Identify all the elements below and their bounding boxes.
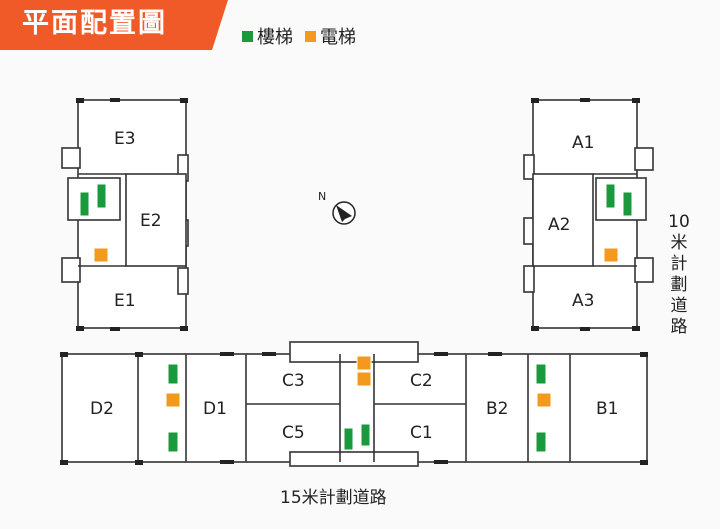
elevator-icon xyxy=(93,247,109,263)
unit-C5-label: C5 xyxy=(282,423,305,443)
elevator-icon xyxy=(603,247,619,263)
elevator-icon xyxy=(536,392,552,408)
left-tower-notch-2 xyxy=(61,257,81,283)
unit-A2-label: A2 xyxy=(548,215,570,235)
stair-icon xyxy=(535,431,547,453)
stair-icon xyxy=(96,183,107,209)
road-bottom-label: 15米計劃道路 xyxy=(280,488,387,508)
legend-elevator-label: 電梯 xyxy=(320,27,356,48)
bottom-wing-top-bump xyxy=(289,341,419,363)
elevators xyxy=(93,247,619,408)
unit-B2-label: B2 xyxy=(486,399,508,419)
page-title: 平面配置圖 xyxy=(22,8,167,39)
compass-icon: N xyxy=(318,190,356,225)
bottom-wing xyxy=(61,341,648,467)
title-banner xyxy=(0,0,228,50)
stair-icon xyxy=(79,191,90,217)
road-right-label: 10米計劃道路 xyxy=(668,212,690,337)
left-tower xyxy=(61,99,189,329)
left-tower-window-3 xyxy=(177,267,189,295)
legend: 樓梯 電梯 xyxy=(242,24,368,48)
unit-C1-label: C1 xyxy=(410,423,433,443)
unit-D1-label: D1 xyxy=(203,399,227,419)
unit-E2-label: E2 xyxy=(140,211,162,231)
legend-stair-label: 樓梯 xyxy=(257,27,293,48)
stair-icon xyxy=(167,363,179,385)
unit-A1-label: A1 xyxy=(572,133,594,153)
elevator-icon xyxy=(356,355,372,371)
unit-D2-label: D2 xyxy=(90,399,114,419)
stair-icon xyxy=(535,363,547,385)
right-tower-notch-2 xyxy=(634,257,654,283)
right-stair-core xyxy=(595,177,647,221)
elevator-swatch-icon xyxy=(305,30,316,42)
wall-ticks xyxy=(60,98,648,465)
right-tower-window-1 xyxy=(523,154,535,180)
right-tower-notch-1 xyxy=(634,147,654,171)
stair-icon xyxy=(167,431,179,453)
left-tower-notch-1 xyxy=(61,147,81,169)
unit-E2-room xyxy=(125,173,187,267)
elevator-icon xyxy=(356,371,372,387)
stairs xyxy=(79,183,633,453)
elevator-icon xyxy=(165,392,181,408)
unit-C2-label: C2 xyxy=(410,371,433,391)
unit-A2-room xyxy=(532,173,594,267)
unit-A3-label: A3 xyxy=(572,291,594,311)
stair-swatch-icon xyxy=(242,30,253,42)
legend-stair: 樓梯 xyxy=(242,23,293,49)
stair-icon xyxy=(605,183,616,209)
stair-icon xyxy=(360,423,371,447)
unit-B1-label: B1 xyxy=(596,399,618,419)
unit-E3-label: E3 xyxy=(114,129,136,149)
legend-elevator: 電梯 xyxy=(305,23,356,49)
right-tower-window-3 xyxy=(523,265,535,293)
stair-icon xyxy=(343,427,354,451)
stair-icon xyxy=(622,191,633,217)
unit-C3-label: C3 xyxy=(282,371,305,391)
bottom-wing-outline xyxy=(61,353,648,463)
unit-E1-label: E1 xyxy=(114,291,136,311)
bottom-wing-bottom-bump xyxy=(289,451,419,467)
left-stair-core xyxy=(67,177,121,221)
compass-label: N xyxy=(318,190,326,203)
